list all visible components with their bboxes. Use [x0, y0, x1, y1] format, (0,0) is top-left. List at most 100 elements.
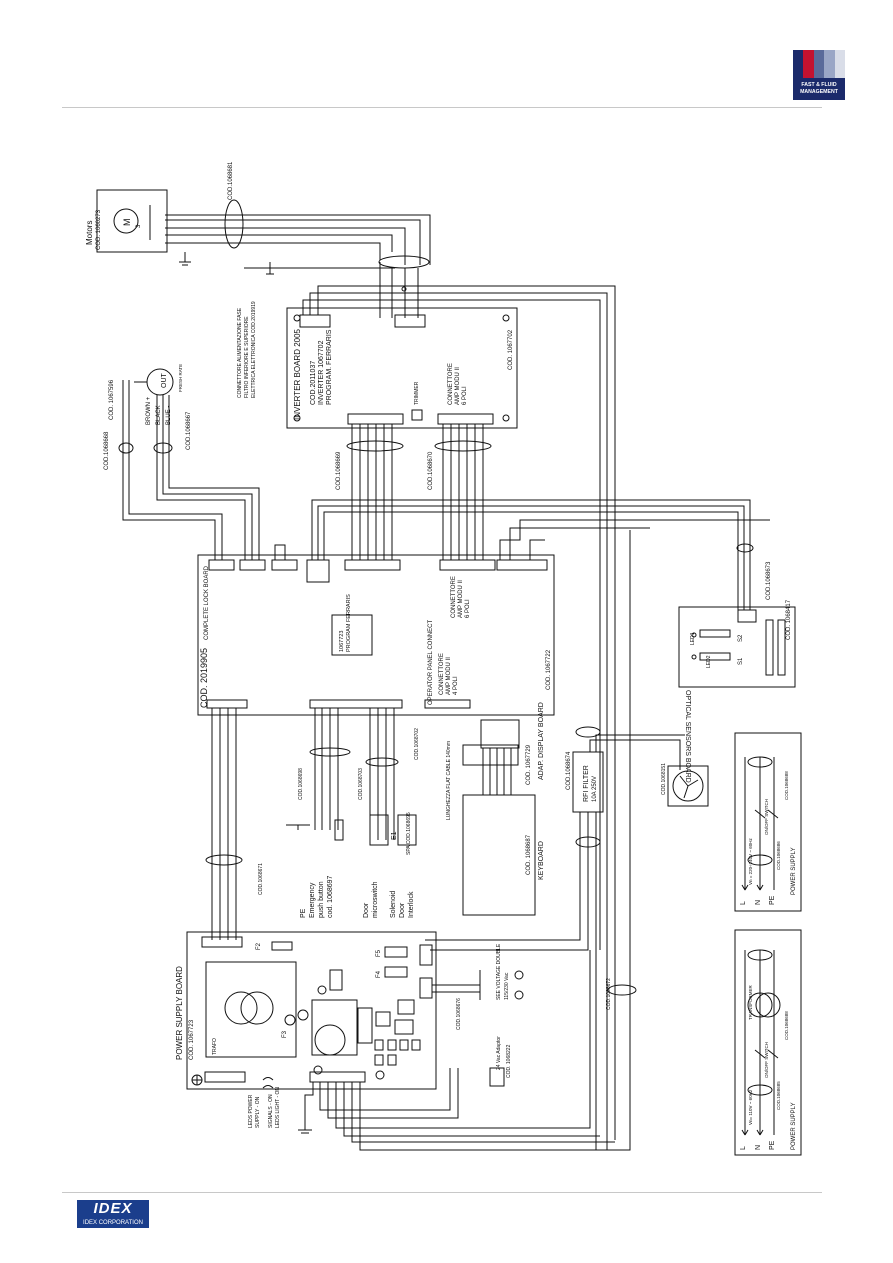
board-code: COD. 2019905: [199, 648, 209, 708]
optical-cable: COD.1068673: [766, 561, 772, 600]
supply1-n: N: [755, 900, 762, 905]
optical-sensors-board: [678, 606, 796, 688]
board-conn2: CONNETTORE: [439, 653, 445, 695]
psu-signals: SIGNALS - ON: [268, 1094, 274, 1128]
optical-led1: LED1: [690, 632, 696, 645]
complete-lock-board: [197, 554, 555, 716]
motor-symbol: [113, 208, 139, 234]
filter-code: COD.1068674: [566, 751, 572, 790]
dev-spa: SPA COD.1068695: [406, 812, 412, 855]
board-amp: AMP MODU II: [458, 580, 464, 618]
adaptor-24vac: [489, 1067, 505, 1087]
psu-cable-a: COD.1068676: [456, 998, 462, 1030]
brand-stripe: [834, 50, 846, 78]
motor-title: Motors: [85, 221, 94, 245]
board-poli2: 4 POLI: [453, 676, 459, 695]
inverter-note1: CONNETTORE ALIMENTAZIONE FASE: [237, 307, 243, 398]
inverter-poli: 6 POLI: [462, 386, 468, 405]
optical-s2: S2: [738, 634, 744, 642]
supply1-cable: COD.1068686: [776, 841, 781, 870]
supply1-pe: PE: [769, 895, 776, 905]
psu-led-power: LEDS POWER: [248, 1094, 254, 1128]
dev-micro: microswitch: [372, 881, 379, 918]
filter-title: RFI FILTER: [583, 765, 590, 802]
keyboard: [462, 794, 536, 916]
supply2-n: N: [755, 1145, 762, 1150]
dev-door2: Door: [399, 902, 406, 918]
dev-cable1: COD.1068698: [298, 768, 304, 800]
supply1-switch: ON/OFF SWITCH: [764, 799, 769, 835]
inverter-amp: AMP MODU II: [455, 367, 461, 405]
inverter-note3: ELETTRICA ELETTRONICA COD.2019919: [251, 301, 257, 398]
cable-mid1: COD.1068669: [336, 451, 342, 490]
encoder-black: BLACK: [156, 405, 162, 425]
motor-code: COD. 1060273: [96, 209, 102, 250]
supply2-l: L: [740, 1146, 747, 1150]
inverter-code3: PROGRAM. FERRARIS: [326, 329, 333, 405]
power-supply-board: [186, 931, 437, 1090]
brand-label: FAST & FLUID MANAGEMENT: [793, 78, 845, 100]
idex-logo: IDEX IDEX CORPORATION: [77, 1200, 149, 1228]
psu-see-voltage: SEE VOLTAGE DOUBLE: [496, 943, 502, 1000]
power-supply-110v: [734, 929, 802, 1156]
fan-code: COD.1068151: [661, 763, 667, 795]
idex-logo-mark: IDEX: [77, 1200, 149, 1218]
encoder-brown: BROWN +: [146, 396, 152, 425]
supply1-line: Vn = 220÷240V ~ 60Hz: [748, 837, 753, 885]
brand-stripes: [793, 50, 846, 78]
psu-adapter: 24 Vac Adaptor: [496, 1036, 502, 1070]
dev-cable2: COD.1068703: [358, 768, 364, 800]
brand-stripe: [793, 50, 804, 78]
board-chip1: 1067723: [339, 631, 345, 652]
motor-phase: 3 ~: [136, 219, 142, 228]
inverter-trimmer: TRIMMER: [414, 381, 420, 405]
brand-stripe: [813, 50, 825, 78]
encoder-sensor-label: FRESH RATE: [178, 364, 183, 392]
psu-title: POWER SUPPLY BOARD: [175, 966, 184, 1060]
filter-rating: 10A 250V: [592, 776, 598, 802]
encoder-blue: BLUE -: [166, 406, 172, 425]
dev-solenoid: Solenoid: [390, 891, 397, 918]
keyboard-label: KEYBOARD: [538, 841, 545, 880]
brand-line1: FAST & FLUID: [801, 82, 837, 88]
dev-cable3: COD.1068702: [414, 728, 420, 760]
dev-pe: PE: [300, 908, 307, 918]
board-poli: 6 POLI: [465, 599, 471, 618]
footer-divider: [62, 1192, 822, 1193]
motor-cable-code: COD.1068681: [228, 161, 234, 200]
psu-f2: F2: [256, 942, 262, 950]
supply2-pe: PE: [769, 1140, 776, 1150]
encoder-code: COD. 1067596: [109, 379, 115, 420]
inverter-connettore: CONNETTORE: [448, 363, 454, 405]
encoder-sensor: [146, 368, 174, 396]
psu-volt-range: 115/230 Vac: [504, 972, 510, 1000]
encoder-out: OUT: [161, 373, 168, 389]
brand-logo: FAST & FLUID MANAGEMENT: [793, 50, 846, 100]
board-chip2: PROGRAM FERRARIS: [346, 594, 352, 652]
idex-logo-subtext: IDEX CORPORATION: [77, 1218, 149, 1228]
supply1-title: POWER SUPPLY: [791, 847, 797, 895]
motor-box: [96, 189, 168, 253]
motor-cable-bundle: [224, 199, 244, 249]
inverter-note2: FILTRO INFERIORE E SUPERIORE: [244, 316, 250, 398]
supply1-code: COD.1068688: [784, 771, 789, 800]
display-code: COD. 1067729: [526, 744, 532, 785]
supply2-switch: ON/OFF SWITCH: [764, 1042, 769, 1078]
psu-supply-on: SUPPLY - ON: [255, 1096, 261, 1128]
power-supply-220v: [734, 732, 802, 912]
cable-mid2: COD.1068670: [428, 451, 434, 490]
psu-code: COD. 1067723: [189, 1019, 195, 1060]
dev-e1: E1: [391, 831, 398, 840]
psu-cable-b: COD.1068672: [606, 978, 612, 1010]
supply2-title: POWER SUPPLY: [791, 1102, 797, 1150]
optical-s1: S1: [738, 657, 744, 665]
supply2-line: Vn= 110V ~ 60Hz: [748, 1089, 753, 1125]
supply2-trafo: TRANSFORMER: [748, 985, 753, 1021]
supply2-cable: COD.1068685: [776, 1081, 781, 1110]
board-connettore: CONNETTORE: [451, 576, 457, 618]
board-op-connect: OPERATOR PANEL CONNECT: [428, 620, 434, 705]
dev-push: push button: [318, 881, 325, 918]
dev-door: Door: [363, 902, 370, 918]
inverter-code-side: COD. 1067702: [508, 329, 514, 370]
